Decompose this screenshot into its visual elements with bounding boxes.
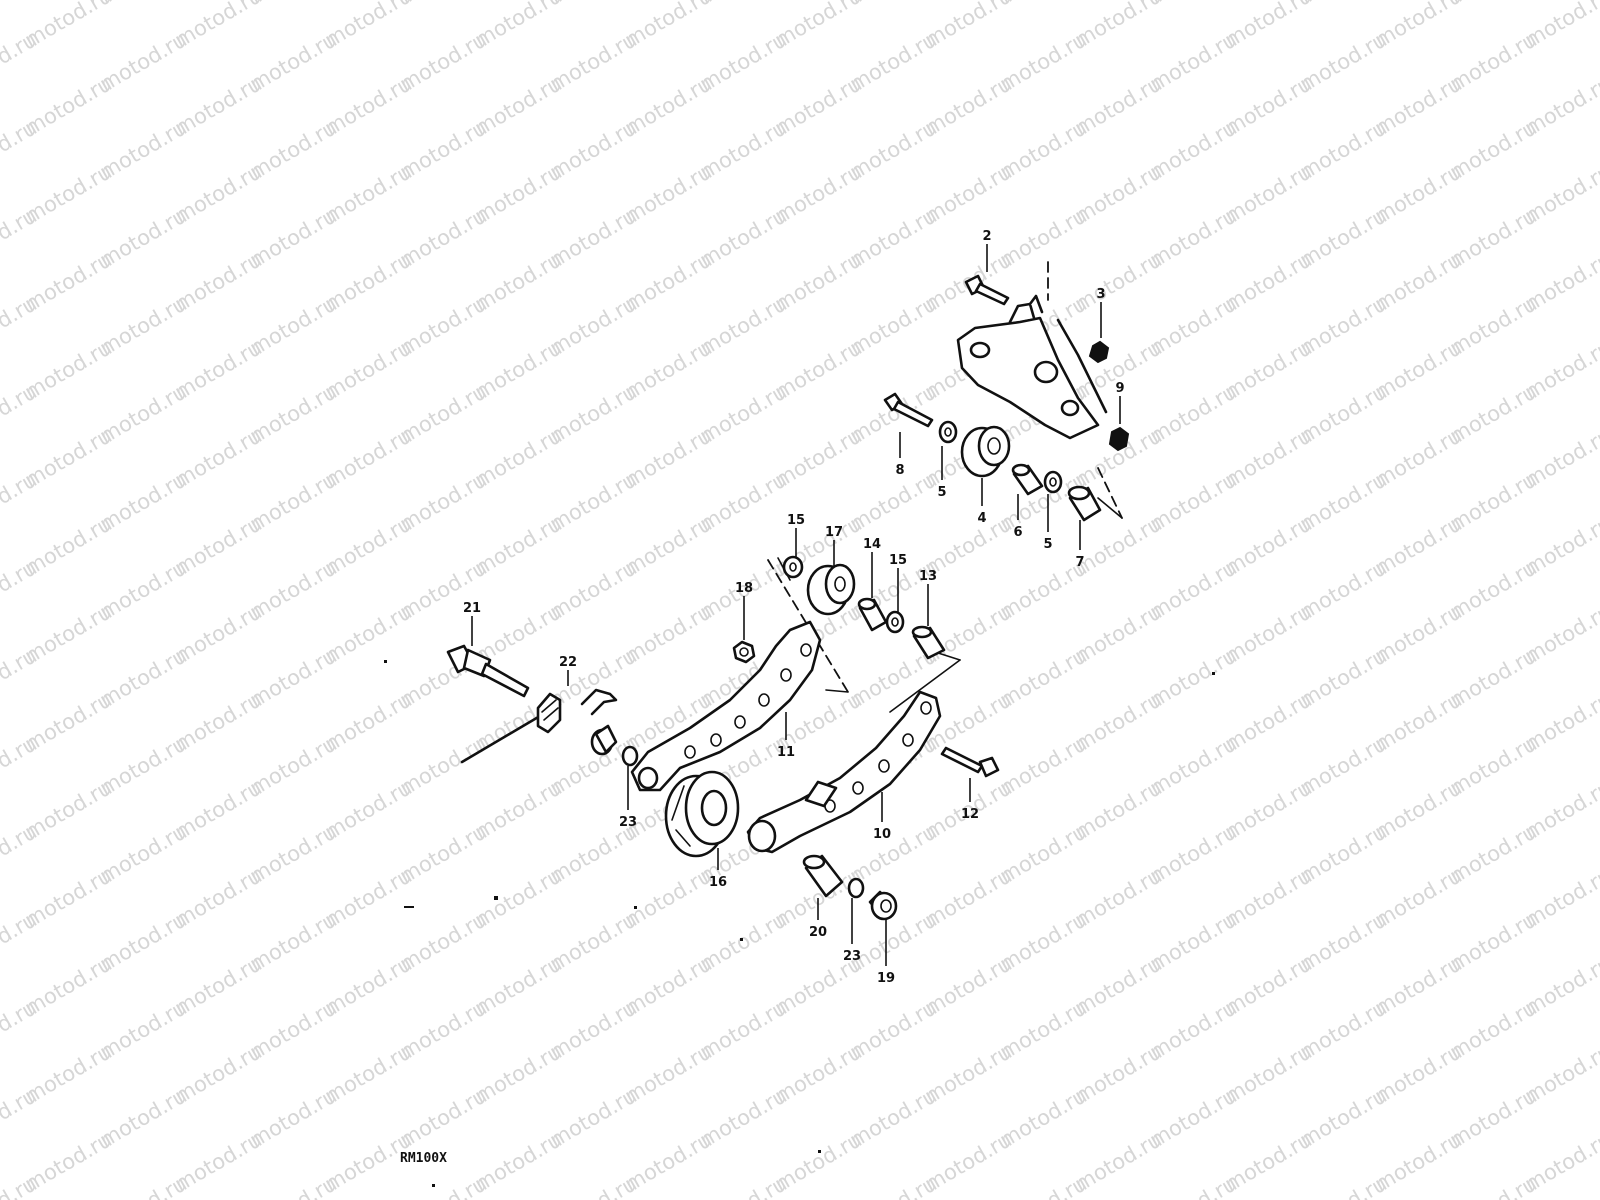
callout-8: 8 [895, 463, 904, 478]
collar-upper-left [590, 724, 618, 756]
callout-17: 17 [825, 525, 843, 540]
spring-washer-22 [536, 692, 562, 734]
callout-23: 23 [619, 815, 637, 830]
collar-7 [1067, 485, 1102, 522]
spacer-20 [802, 854, 844, 898]
bushing-16 [664, 770, 740, 858]
callout-6: 6 [1013, 525, 1022, 540]
washer-5-upper-left [938, 420, 958, 444]
callout-11: 11 [777, 745, 795, 760]
o-ring-23-right [847, 877, 865, 899]
callout-9: 9 [1115, 381, 1124, 396]
scan-speck [634, 906, 637, 909]
bushing-17 [806, 563, 856, 616]
bushing-4 [960, 425, 1011, 478]
callout-4: 4 [977, 511, 986, 526]
scan-speck [818, 1150, 821, 1153]
callout-12: 12 [961, 807, 979, 822]
callout-15: 15 [889, 553, 907, 568]
callout-7: 7 [1075, 555, 1084, 570]
collar-19 [868, 890, 898, 921]
nut-3 [1088, 340, 1110, 364]
spacer-14 [857, 597, 888, 632]
scan-speck [1212, 672, 1215, 675]
callout-21: 21 [463, 601, 481, 616]
washer-15-right [885, 610, 905, 634]
callout-18: 18 [735, 581, 753, 596]
collar-13 [911, 625, 946, 660]
bolt-8 [883, 392, 934, 428]
scan-speck [404, 906, 414, 908]
cushion-lever-11 [630, 620, 822, 792]
callout-3: 3 [1096, 287, 1105, 302]
nut-9 [1108, 426, 1130, 452]
callout-leaders [471, 244, 1121, 966]
callout-23: 23 [843, 949, 861, 964]
callout-16: 16 [709, 875, 727, 890]
callout-20: 20 [809, 925, 827, 940]
cotter-pin-22 [580, 688, 618, 716]
scan-speck [494, 896, 498, 900]
callout-labels: 2 3 9 8 5 4 6 5 7 15 17 14 15 13 18 21 2… [463, 229, 1125, 986]
bolt-21 [446, 644, 530, 698]
callout-2: 2 [982, 229, 991, 244]
scan-speck [384, 660, 387, 663]
scan-speck [740, 938, 743, 941]
scan-speck [432, 1184, 435, 1187]
callout-22: 22 [559, 655, 577, 670]
cushion-rod-10 [746, 690, 942, 854]
bolt-2 [964, 274, 1010, 306]
callout-19: 19 [877, 971, 895, 986]
callout-5: 5 [937, 485, 946, 500]
callout-14: 14 [863, 537, 881, 552]
callout-15: 15 [787, 513, 805, 528]
callout-13: 13 [919, 569, 937, 584]
cushion-lever-bracket [956, 294, 1108, 440]
bolt-12 [940, 746, 1000, 778]
nut-18 [732, 640, 756, 664]
callout-10: 10 [873, 827, 891, 842]
drawing-code-label: RM100X [400, 1151, 447, 1166]
washer-5-upper-right [1043, 470, 1063, 494]
callout-5: 5 [1043, 537, 1052, 552]
o-ring-23-left [621, 745, 639, 767]
washer-15-left [782, 555, 804, 579]
spacer-6 [1011, 463, 1044, 496]
